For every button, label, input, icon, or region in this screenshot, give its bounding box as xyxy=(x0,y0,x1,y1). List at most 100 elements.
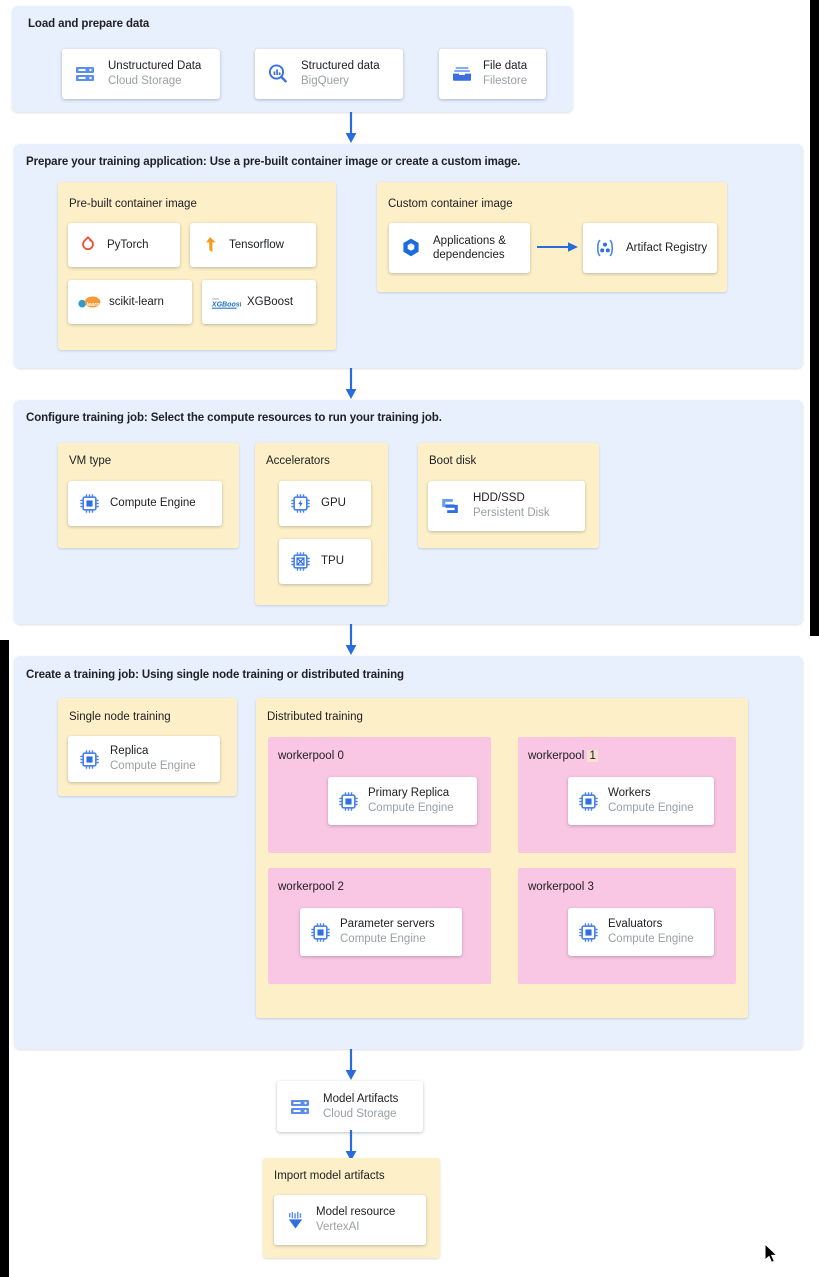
pool-workerpool-0: workerpool 0 xyxy=(268,737,491,853)
card-file-data[interactable]: File data Filestore xyxy=(439,49,546,99)
persistent-disk-icon xyxy=(437,493,463,519)
pool-workerpool-3: workerpool 3 xyxy=(518,868,736,984)
applications-icon xyxy=(398,235,424,261)
compute-engine-icon xyxy=(576,789,600,813)
card-title: Workers xyxy=(608,787,651,800)
arrow-applications-to-registry xyxy=(537,238,579,256)
section-title-prepare: Prepare your training application: Use a… xyxy=(26,156,521,168)
mouse-cursor xyxy=(764,1242,780,1270)
letterbox-bar-right xyxy=(810,0,819,636)
artifact-registry-icon xyxy=(592,235,618,261)
card-evaluators[interactable]: Evaluators Compute Engine xyxy=(568,908,728,970)
card-title-line2: dependencies xyxy=(433,249,505,261)
card-title: GPU xyxy=(321,497,346,510)
compute-engine-icon xyxy=(77,747,101,771)
card-title: Applications & xyxy=(433,234,506,247)
card-artifact-registry[interactable]: Artifact Registry xyxy=(583,223,717,273)
card-pytorch[interactable]: PyTorch xyxy=(68,223,180,267)
card-subtitle: Cloud Storage xyxy=(108,75,182,87)
card-xgboost[interactable]: dmlc XGBoost XGBoost xyxy=(202,280,316,324)
card-unstructured-data[interactable]: Unstructured Data Cloud Storage xyxy=(62,49,220,99)
card-title: Unstructured Data xyxy=(108,60,202,73)
card-subtitle: VertexAI xyxy=(316,1221,360,1233)
group-title-import: Import model artifacts xyxy=(274,1170,385,1182)
card-subtitle: Filestore xyxy=(483,75,528,87)
section-load-and-prepare-data: Load and prepare data Unstructured Data xyxy=(12,6,573,112)
card-compute-engine-vm[interactable]: Compute Engine xyxy=(68,481,222,526)
group-vm-type: VM type xyxy=(58,443,239,548)
card-title: Compute Engine xyxy=(110,497,196,510)
card-title: Parameter servers xyxy=(340,918,435,931)
card-title: Artifact Registry xyxy=(626,241,708,254)
group-boot-disk: Boot disk HDD/SSD Persistent Disk xyxy=(418,443,599,548)
filestore-icon xyxy=(449,61,475,87)
pool-title-workerpool-0: workerpool 0 xyxy=(278,750,344,762)
group-title-boot-disk: Boot disk xyxy=(429,455,477,467)
group-custom-container-image: Custom container image Applications & de… xyxy=(377,182,727,292)
compute-engine-icon xyxy=(336,789,360,813)
card-title: scikit-learn xyxy=(109,295,164,308)
pool-label-prefix: workerpool xyxy=(528,750,585,762)
gpu-icon xyxy=(288,492,312,516)
card-primary-replica[interactable]: Primary Replica Compute Engine xyxy=(328,777,491,839)
card-subtitle: BigQuery xyxy=(301,75,349,87)
arrow-create-to-artifacts xyxy=(341,1049,361,1081)
svg-text:dmlc: dmlc xyxy=(212,297,220,301)
card-title: Tensorflow xyxy=(229,238,284,251)
pool-title-workerpool-3: workerpool 3 xyxy=(528,881,594,893)
card-title: Structured data xyxy=(301,60,380,73)
section-prepare-training-application: Prepare your training application: Use a… xyxy=(14,144,803,368)
section-title-configure: Configure training job: Select the compu… xyxy=(26,412,442,424)
section-create-training-job: Create a training job: Using single node… xyxy=(14,656,803,1049)
tpu-icon xyxy=(288,550,312,574)
pool-workerpool-2: workerpool 2 xyxy=(268,868,491,984)
arrow-configure-to-create xyxy=(341,624,361,656)
pool-workerpool-1: workerpool 1 xyxy=(518,737,736,853)
card-persistent-disk[interactable]: HDD/SSD Persistent Disk xyxy=(428,481,585,531)
compute-engine-icon xyxy=(77,492,101,516)
section-configure-training-job: Configure training job: Select the compu… xyxy=(14,400,803,624)
card-gpu[interactable]: GPU xyxy=(279,481,371,526)
scikit-learn-icon: learn xyxy=(77,291,103,313)
group-title-custom: Custom container image xyxy=(388,198,513,210)
arrow-artifacts-to-import xyxy=(341,1130,361,1162)
cloud-storage-icon xyxy=(72,61,98,87)
card-scikit-learn[interactable]: learn scikit-learn xyxy=(68,280,192,324)
card-subtitle: Compute Engine xyxy=(110,760,196,772)
card-title: Model resource xyxy=(316,1206,396,1219)
group-title-accelerators: Accelerators xyxy=(266,455,330,467)
pool-title-workerpool-1: workerpool 1 xyxy=(528,750,598,762)
arrow-prepare-to-configure xyxy=(341,368,361,400)
card-workers[interactable]: Workers Compute Engine xyxy=(568,777,728,839)
card-model-resource[interactable]: Model resource VertexAI xyxy=(274,1195,426,1245)
bigquery-icon xyxy=(265,61,291,87)
card-subtitle: Compute Engine xyxy=(340,933,426,945)
card-model-artifacts[interactable]: Model Artifacts Cloud Storage xyxy=(277,1081,423,1132)
tensorflow-icon xyxy=(199,234,221,256)
card-structured-data[interactable]: Structured data BigQuery xyxy=(255,49,403,99)
card-subtitle: Cloud Storage xyxy=(323,1107,397,1120)
card-title: TPU xyxy=(321,555,344,568)
cloud-storage-icon xyxy=(287,1094,313,1120)
svg-text:XGBoost: XGBoost xyxy=(211,301,241,308)
card-parameter-servers[interactable]: Parameter servers Compute Engine xyxy=(300,908,476,970)
card-title: File data xyxy=(483,60,528,73)
compute-engine-icon xyxy=(308,920,332,944)
arrow-load-to-prepare xyxy=(341,112,361,144)
card-subtitle: Compute Engine xyxy=(368,802,454,814)
letterbox-bar-left xyxy=(0,640,9,1277)
group-import-model-artifacts: Import model artifacts xyxy=(263,1158,440,1258)
group-title-single-node: Single node training xyxy=(69,711,171,723)
card-applications-dependencies[interactable]: Applications & dependencies xyxy=(389,223,530,273)
section-title-load: Load and prepare data xyxy=(28,18,150,30)
card-tensorflow[interactable]: Tensorflow xyxy=(190,223,316,267)
pool-title-workerpool-2: workerpool 2 xyxy=(278,881,344,893)
card-subtitle: Persistent Disk xyxy=(473,507,550,519)
group-single-node-training: Single node training xyxy=(58,698,237,796)
card-replica[interactable]: Replica Compute Engine xyxy=(68,736,220,782)
card-title: Primary Replica xyxy=(368,787,450,800)
card-tpu[interactable]: TPU xyxy=(279,539,371,584)
group-prebuilt-container-image: Pre-built container image PyTorch xyxy=(58,182,336,350)
compute-engine-icon xyxy=(576,920,600,944)
xgboost-icon: dmlc XGBoost xyxy=(211,292,241,312)
